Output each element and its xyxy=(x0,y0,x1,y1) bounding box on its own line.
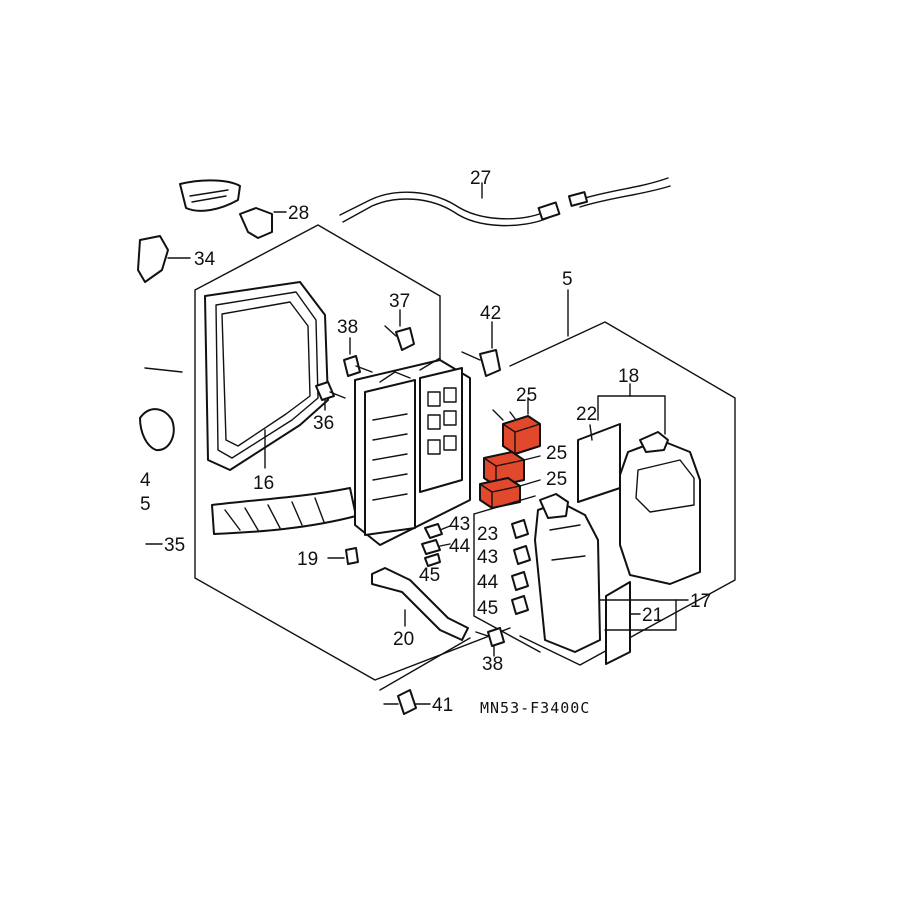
bracket-20 xyxy=(371,567,469,641)
relay-25-a xyxy=(492,409,541,455)
callout-43-a: 43 xyxy=(449,514,470,535)
callout-37: 37 xyxy=(389,291,410,312)
callout-44-b: 44 xyxy=(477,572,499,593)
callout-20: 20 xyxy=(393,629,414,650)
callout-leader-25-c xyxy=(519,479,541,487)
callout-38-bottom: 38 xyxy=(482,654,503,675)
bolt-37 xyxy=(395,327,415,351)
fuse-box-body xyxy=(354,357,471,546)
callout-25-c: 25 xyxy=(546,469,567,490)
callout-leader-25-b xyxy=(523,455,541,461)
bracket-34 xyxy=(137,235,169,283)
callout-25-b: 25 xyxy=(546,443,567,464)
callout-28: 28 xyxy=(288,203,309,224)
callout-16: 16 xyxy=(253,473,274,494)
cover-16 xyxy=(204,281,329,471)
diagram-code: MN53-F3400C xyxy=(480,699,590,717)
gasket-22 xyxy=(577,423,621,503)
screw-38-bottom xyxy=(487,627,505,647)
callout-36: 36 xyxy=(313,413,334,434)
callout-leader-18 xyxy=(597,395,666,435)
callout-34: 34 xyxy=(194,249,216,270)
small-parts-left-group xyxy=(421,523,451,567)
assembly-frame-left xyxy=(194,224,511,681)
screw-38-top xyxy=(343,355,361,377)
callout-5-left: 5 xyxy=(140,494,151,515)
callout-5: 5 xyxy=(562,269,573,290)
callout-17: 17 xyxy=(690,591,711,612)
small-parts-right-group xyxy=(511,519,531,615)
callout-43-b: 43 xyxy=(477,547,498,568)
callout-19: 19 xyxy=(297,549,318,570)
callout-44-a: 44 xyxy=(449,536,471,557)
callout-41: 41 xyxy=(432,695,453,716)
callout-23: 23 xyxy=(477,524,498,545)
group-bracket-23 xyxy=(473,513,541,653)
callout-45-b: 45 xyxy=(477,598,498,619)
cable-27 xyxy=(339,177,671,227)
gasket-21 xyxy=(605,581,631,665)
callout-45-a: 45 xyxy=(419,565,440,586)
callout-27: 27 xyxy=(470,168,491,189)
clip-19 xyxy=(345,547,359,565)
callout-21: 21 xyxy=(642,605,663,626)
side-part xyxy=(139,408,175,452)
bolt-41 xyxy=(397,689,417,715)
callout-22: 22 xyxy=(576,404,597,425)
wire-harness xyxy=(211,487,357,535)
relay-25-c xyxy=(479,477,521,509)
assembly-frame-right xyxy=(509,321,736,666)
fastener-36 xyxy=(315,381,335,401)
callout-42: 42 xyxy=(480,303,501,324)
callout-38-top: 38 xyxy=(337,317,358,338)
callout-35: 35 xyxy=(164,535,185,556)
callout-18: 18 xyxy=(618,366,639,387)
bolt-42 xyxy=(479,349,501,377)
clip-28 xyxy=(239,207,273,239)
callout-leader-22 xyxy=(589,424,593,441)
grip-part xyxy=(179,179,241,212)
callout-leader-17 xyxy=(599,599,677,631)
callout-25-a: 25 xyxy=(516,385,537,406)
callout-4: 4 xyxy=(140,470,151,491)
cover-18 xyxy=(619,439,701,585)
relay-25-b xyxy=(483,451,525,487)
leader-41-frame xyxy=(379,637,471,691)
cover-17 xyxy=(534,501,601,653)
